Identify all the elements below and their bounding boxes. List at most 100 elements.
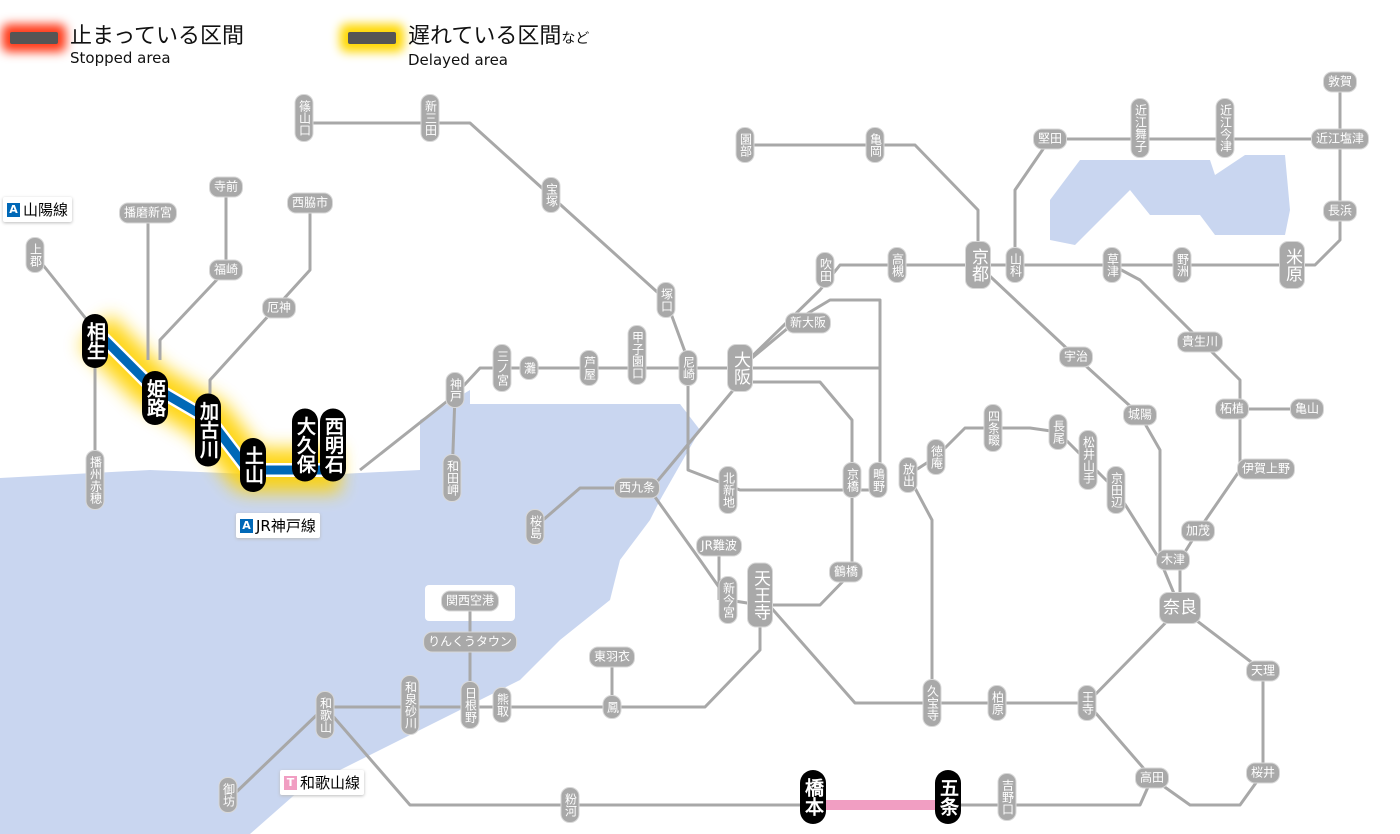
line-label-wakayama[interactable]: T 和歌山線 [280,770,365,795]
delayed-label-ja: 遅れている区間 [408,24,562,49]
station-delayed[interactable]: 相生 [82,314,108,368]
station-normal[interactable]: 和田岬 [442,454,462,502]
track-line [758,594,932,705]
station-normal[interactable]: 和歌山 [315,691,335,739]
station-normal[interactable]: 吉野口 [997,773,1017,821]
station-normal[interactable]: JR難波 [696,535,742,557]
station-normal[interactable]: 西脇市 [286,192,334,214]
station-normal[interactable]: 木津 [1155,549,1191,571]
station-normal[interactable]: 宝塚 [541,177,561,213]
station-stopped[interactable]: 橋本 [800,770,826,824]
station-normal[interactable]: 西九条 [613,477,661,499]
station-normal[interactable]: 長浜 [1322,200,1358,222]
station-normal[interactable]: 熊取 [492,687,512,723]
station-normal[interactable]: 堅田 [1032,128,1068,150]
station-normal[interactable]: 徳庵 [926,439,946,475]
station-normal[interactable]: 鴫野 [868,462,888,498]
delayed-label-suffix: など [561,31,590,47]
station-normal[interactable]: 草津 [1102,247,1122,283]
station-normal[interactable]: 宇治 [1058,346,1094,368]
station-normal[interactable]: 篠山口 [294,94,314,142]
station-normal[interactable]: 三ノ宮 [492,344,512,392]
legend-delayed: 遅れている区間など Delayed area [348,24,589,68]
station-normal[interactable]: 灘 [519,356,539,380]
station-normal[interactable]: 近江舞子 [1130,98,1150,158]
station-major[interactable]: 大阪 [727,344,753,392]
station-normal[interactable]: 鶴橋 [828,561,864,583]
station-normal[interactable]: 桜島 [525,509,545,545]
stopped-swatch [10,32,58,44]
station-stopped[interactable]: 五条 [935,770,961,824]
station-normal[interactable]: 芦屋 [579,350,599,386]
station-major[interactable]: 京都 [965,241,991,289]
station-normal[interactable]: 寺前 [208,176,244,198]
line-badge: A [7,202,20,217]
track-line [648,380,854,607]
station-normal[interactable]: りんくうタウン [423,631,517,653]
station-normal[interactable]: 放出 [898,457,918,493]
track-line [226,705,327,802]
line-badge: T [284,775,297,790]
station-major[interactable]: 米原 [1279,241,1305,289]
station-normal[interactable]: 厄神 [261,297,297,319]
station-normal[interactable]: 播州赤穂 [85,450,105,510]
station-normal[interactable]: 京橋 [842,462,862,498]
station-delayed[interactable]: 西明石 [320,408,346,482]
station-normal[interactable]: 塚口 [656,282,676,318]
station-normal[interactable]: 城陽 [1122,404,1158,426]
station-normal[interactable]: 王寺 [1077,685,1097,721]
station-normal[interactable]: 上郡 [25,237,45,273]
station-normal[interactable]: 長尾 [1048,414,1068,450]
station-normal[interactable]: 鳳 [602,695,622,719]
station-normal[interactable]: 貴生川 [1176,331,1224,353]
station-normal[interactable]: 亀岡 [865,127,885,163]
station-normal[interactable]: 日根野 [460,681,480,729]
station-normal[interactable]: 御坊 [218,777,238,813]
station-major[interactable]: 天王寺 [747,562,773,628]
station-normal[interactable]: 関西空港 [440,590,500,612]
station-normal[interactable]: 近江今津 [1215,98,1235,158]
station-normal[interactable]: 北新地 [718,466,738,514]
station-delayed[interactable]: 土山 [240,438,266,492]
station-normal[interactable]: 柏原 [987,685,1007,721]
station-normal[interactable]: 亀山 [1289,398,1325,420]
station-normal[interactable]: 神戸 [445,372,465,408]
delayed-label-en: Delayed area [408,51,508,69]
station-normal[interactable]: 福崎 [208,259,244,281]
station-normal[interactable]: 新大阪 [784,312,832,334]
station-normal[interactable]: 伊賀上野 [1236,458,1296,480]
station-normal[interactable]: 園部 [735,127,755,163]
stopped-label-en: Stopped area [70,49,171,67]
track-line [745,143,980,265]
station-normal[interactable]: 高槻 [887,247,907,283]
station-major[interactable]: 奈良 [1159,592,1201,624]
station-normal[interactable]: 新今宮 [718,576,738,624]
station-normal[interactable]: 尼崎 [678,350,698,386]
station-delayed[interactable]: 姫路 [142,371,168,425]
station-normal[interactable]: 吹田 [815,252,835,288]
delayed-swatch [348,32,396,44]
station-normal[interactable]: 山科 [1005,247,1025,283]
station-normal[interactable]: 和泉砂川 [400,675,420,735]
station-normal[interactable]: 四条畷 [983,404,1003,452]
station-normal[interactable]: 柘植 [1214,398,1250,420]
station-normal[interactable]: 粉河 [560,787,580,823]
station-normal[interactable]: 桜井 [1245,762,1281,784]
station-normal[interactable]: 高田 [1134,767,1170,789]
station-normal[interactable]: 近江塩津 [1310,128,1370,150]
station-normal[interactable]: 加茂 [1180,520,1216,542]
station-normal[interactable]: 敦賀 [1322,71,1358,93]
station-normal[interactable]: 甲子園口 [627,325,647,385]
station-normal[interactable]: 播磨新宮 [118,202,178,224]
station-normal[interactable]: 天理 [1245,660,1281,682]
line-label-sanyo[interactable]: A 山陽線 [3,197,73,222]
station-delayed[interactable]: 加古川 [195,393,221,467]
station-normal[interactable]: 東羽衣 [588,646,636,668]
station-normal[interactable]: 新三田 [420,94,440,142]
station-normal[interactable]: 松井山手 [1078,430,1098,490]
station-normal[interactable]: 野洲 [1172,247,1192,283]
station-normal[interactable]: 久宝寺 [922,679,942,727]
station-normal[interactable]: 京田辺 [1106,466,1126,514]
line-label-jr-kobe[interactable]: A JR神戸線 [236,513,320,538]
station-delayed[interactable]: 大久保 [292,408,318,482]
